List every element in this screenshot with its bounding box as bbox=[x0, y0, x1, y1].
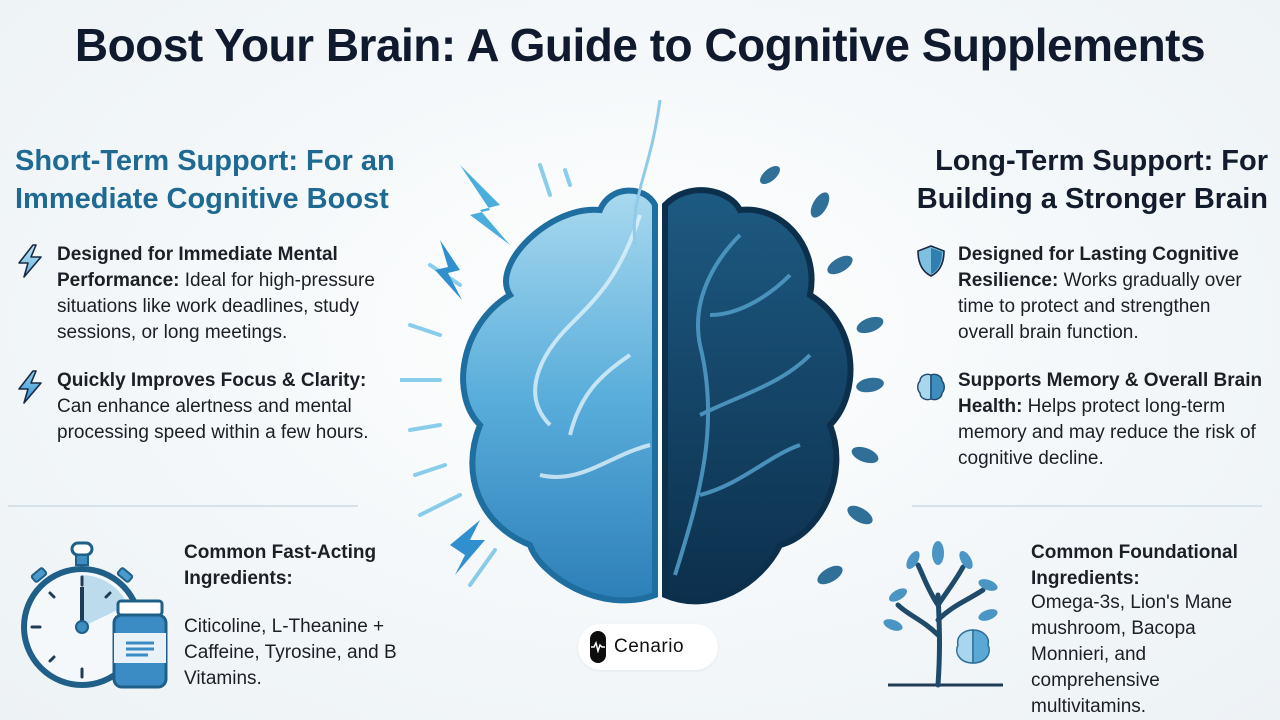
waveform-logo-icon bbox=[590, 631, 606, 663]
cenario-watermark: Cenario bbox=[578, 624, 718, 670]
leaves bbox=[760, 166, 884, 585]
long-term-bullet: Supports Memory & Overall Brain Health: … bbox=[917, 368, 1268, 472]
left-brain-hemisphere bbox=[460, 187, 658, 604]
foundational-ingredients-title: Common Foundational Ingredients: bbox=[1031, 542, 1238, 589]
bullet-text: Can enhance alertness and mental process… bbox=[57, 396, 369, 443]
brain-illustration bbox=[400, 99, 884, 605]
tree-with-brain-icon bbox=[883, 541, 1003, 688]
bullet-text: Works gradually over time to protect and… bbox=[958, 270, 1242, 343]
foundational-ingredients-text: Omega-3s, Lion's Mane mushroom, Bacopa M… bbox=[1031, 592, 1233, 717]
long-term-heading: Long-Term Support: For Building a Strong… bbox=[916, 145, 1268, 215]
lightning-bolt-icon bbox=[435, 240, 462, 300]
bullet-bold-label: Supports Memory & Overall Brain Health: bbox=[958, 370, 1263, 417]
lightning-bolt-icon bbox=[18, 370, 42, 404]
short-term-bullet: Designed for Immediate Mental Performanc… bbox=[18, 242, 417, 346]
bullet-bold-label: Quickly Improves Focus & Clarity: bbox=[57, 370, 367, 391]
fast-acting-ingredients-title: Common Fast-Acting Ingredients: bbox=[184, 542, 377, 589]
lightning-bolt-icon bbox=[18, 244, 42, 278]
bullet-text: Ideal for high-pressure situations like … bbox=[57, 270, 375, 343]
energy-rays bbox=[400, 163, 572, 587]
short-term-heading: Short-Term Support: For an Immediate Cog… bbox=[15, 145, 395, 215]
bullet-bold-label: Designed for Immediate Mental Performanc… bbox=[57, 244, 338, 291]
lightning-bolt-icon bbox=[460, 165, 510, 245]
watermark-name: Cenario bbox=[614, 636, 685, 657]
stopwatch-and-bottle-icon bbox=[21, 541, 168, 689]
fast-acting-ingredients-text: Citicoline, L-Theanine + Caffeine, Tyros… bbox=[184, 616, 397, 689]
shield-icon bbox=[917, 245, 945, 277]
lightning-bolt-icon bbox=[450, 520, 485, 575]
bullet-text: Helps protect long-term memory and may r… bbox=[958, 396, 1256, 469]
bullet-bold-label: Designed for Lasting Cognitive Resilienc… bbox=[958, 244, 1239, 291]
divider bbox=[912, 505, 1262, 507]
brain-icon bbox=[917, 373, 945, 401]
short-term-bullet: Quickly Improves Focus & Clarity: Can en… bbox=[18, 368, 387, 446]
long-term-bullet: Designed for Lasting Cognitive Resilienc… bbox=[917, 242, 1268, 346]
right-brain-hemisphere bbox=[662, 187, 854, 605]
divider bbox=[8, 505, 358, 507]
page-title: Boost Your Brain: A Guide to Cognitive S… bbox=[74, 19, 1206, 71]
